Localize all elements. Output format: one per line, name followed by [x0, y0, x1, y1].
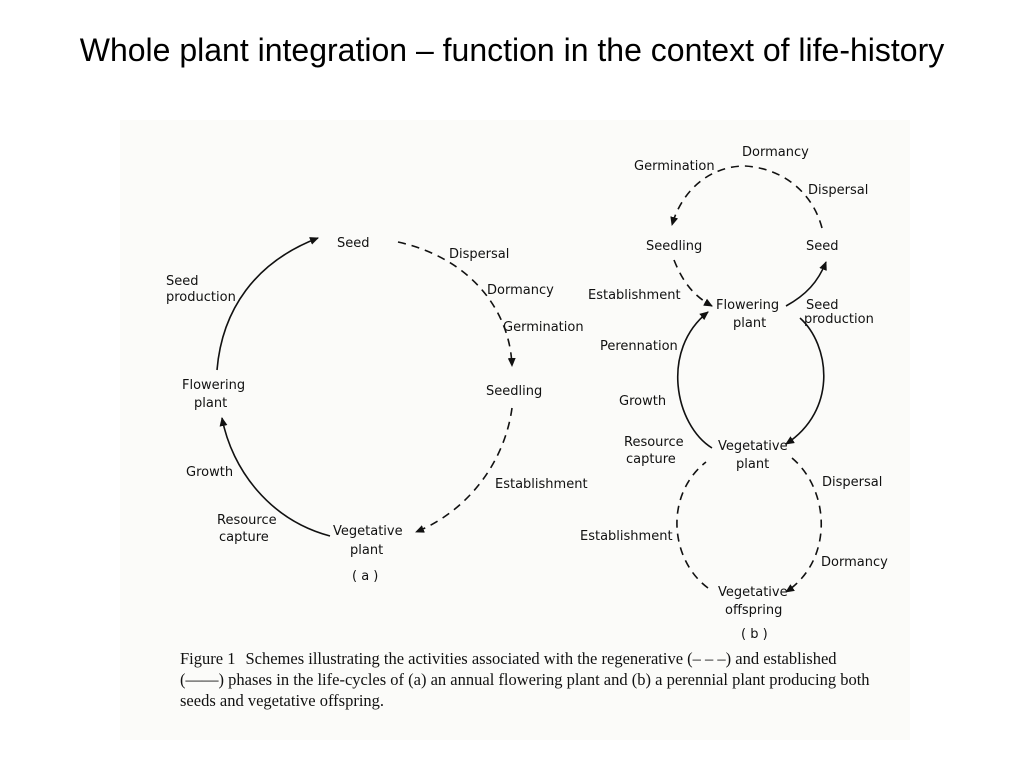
activity-seed-production-line1: Seed: [166, 274, 199, 289]
diagram-b: Seedling Seed Flowering plant Vegetative…: [580, 145, 888, 642]
arc-vegetative-to-offspring-b: [785, 457, 823, 593]
activity-growth-b: Growth: [619, 394, 666, 409]
scanned-figure-background: [120, 120, 910, 740]
activity-resource-capture-line2: capture: [219, 530, 269, 545]
node-vegetative-plant-b-line1: Vegetative: [718, 439, 788, 454]
activity-resource-capture-line1: Resource: [217, 513, 277, 528]
arc-vegetative-to-flowering-b: [676, 311, 713, 449]
activity-dispersal: Dispersal: [449, 247, 509, 262]
activity-dormancy-top-b: Dormancy: [742, 145, 809, 160]
arc-seedling-to-flowering-b: [673, 259, 713, 307]
arc-offspring-to-vegetative-b: [676, 461, 709, 589]
activity-seed-production-line2: production: [166, 290, 236, 305]
node-seed-b: Seed: [806, 239, 839, 254]
node-seedling-b: Seedling: [646, 239, 702, 254]
figure-caption-text: Schemes illustrating the activities asso…: [180, 649, 870, 710]
activity-establishment-top-b: Establishment: [588, 288, 681, 303]
diagram-b-label: ( b ): [741, 627, 768, 642]
activity-dispersal-top-b: Dispersal: [808, 183, 868, 198]
activity-germination-b: Germination: [634, 159, 715, 174]
activity-resource-capture-b-line2: capture: [626, 452, 676, 467]
activity-resource-capture-b-line1: Resource: [624, 435, 684, 450]
node-flowering-plant-b-line1: Flowering: [716, 298, 779, 313]
node-vegetative-plant-line1: Vegetative: [333, 524, 403, 539]
node-vegetative-offspring-b-line2: offspring: [725, 603, 782, 618]
node-seedling: Seedling: [486, 384, 542, 399]
activity-establishment: Establishment: [495, 477, 588, 492]
arc-flowering-to-seed-b: [785, 261, 827, 307]
node-flowering-plant-line2: plant: [194, 396, 227, 411]
diagram-a-label: ( a ): [352, 569, 378, 584]
slide-title: Whole plant integration – function in th…: [79, 32, 945, 68]
arc-flowering-to-seed: [216, 237, 319, 371]
activity-growth: Growth: [186, 465, 233, 480]
node-flowering-plant-b-line2: plant: [733, 316, 766, 331]
activity-dispersal-bottom-b: Dispersal: [822, 475, 882, 490]
diagram-a: Seed Seedling Vegetative plant Flowering…: [166, 236, 588, 584]
figure-caption-label: Figure 1: [180, 649, 236, 668]
activity-seed-production-b-line1: Seed: [806, 298, 839, 313]
arc-seed-to-seedling-b: [670, 165, 823, 229]
activity-seed-production-b-line2: production: [804, 312, 874, 327]
arc-seed-to-seedling: [397, 241, 516, 367]
node-vegetative-plant-line2: plant: [350, 543, 383, 558]
activity-dormancy-bottom-b: Dormancy: [821, 555, 888, 570]
activity-germination: Germination: [503, 320, 584, 335]
activity-perennation-b: Perennation: [600, 339, 678, 354]
activity-dormancy: Dormancy: [487, 283, 554, 298]
node-flowering-plant-line1: Flowering: [182, 378, 245, 393]
arc-vegetative-to-flowering: [219, 417, 331, 537]
arc-seedling-to-vegetative: [415, 407, 513, 533]
node-vegetative-plant-b-line2: plant: [736, 457, 769, 472]
node-seed: Seed: [337, 236, 370, 251]
activity-establishment-bottom-b: Establishment: [580, 529, 673, 544]
node-vegetative-offspring-b-line1: Vegetative: [718, 585, 788, 600]
arc-flowering-to-vegetative-b: [785, 317, 825, 445]
